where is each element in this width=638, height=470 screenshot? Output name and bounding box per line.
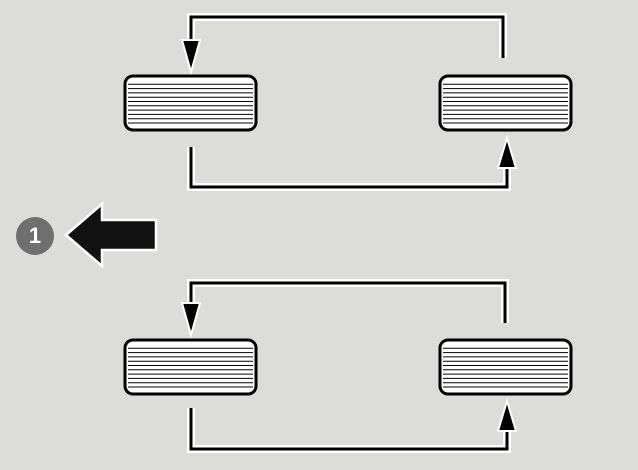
tire-icon [123, 338, 258, 396]
bottom-lower-path [189, 408, 509, 451]
callout-number: 1 [28, 223, 42, 248]
tire-icon [438, 74, 573, 132]
tire-top-left [123, 74, 258, 132]
top-right-arrowhead [496, 134, 518, 169]
bottom-rotation-paths [180, 279, 518, 453]
top-upper-path [189, 15, 505, 58]
top-left-arrowhead [180, 39, 202, 76]
tire-top-right [438, 74, 573, 132]
tire-bottom-left [123, 338, 258, 396]
bottom-left-arrowhead [180, 302, 202, 339]
bottom-right-arrowhead [496, 397, 518, 432]
top-lower-path [189, 147, 509, 189]
left-arrow-icon [64, 201, 158, 269]
tire-icon [438, 338, 573, 396]
tire-bottom-right [438, 338, 573, 396]
bottom-upper-path [189, 281, 507, 323]
tire-icon [123, 74, 258, 132]
callout-badge [16, 217, 54, 255]
top-rotation-paths [180, 13, 518, 191]
